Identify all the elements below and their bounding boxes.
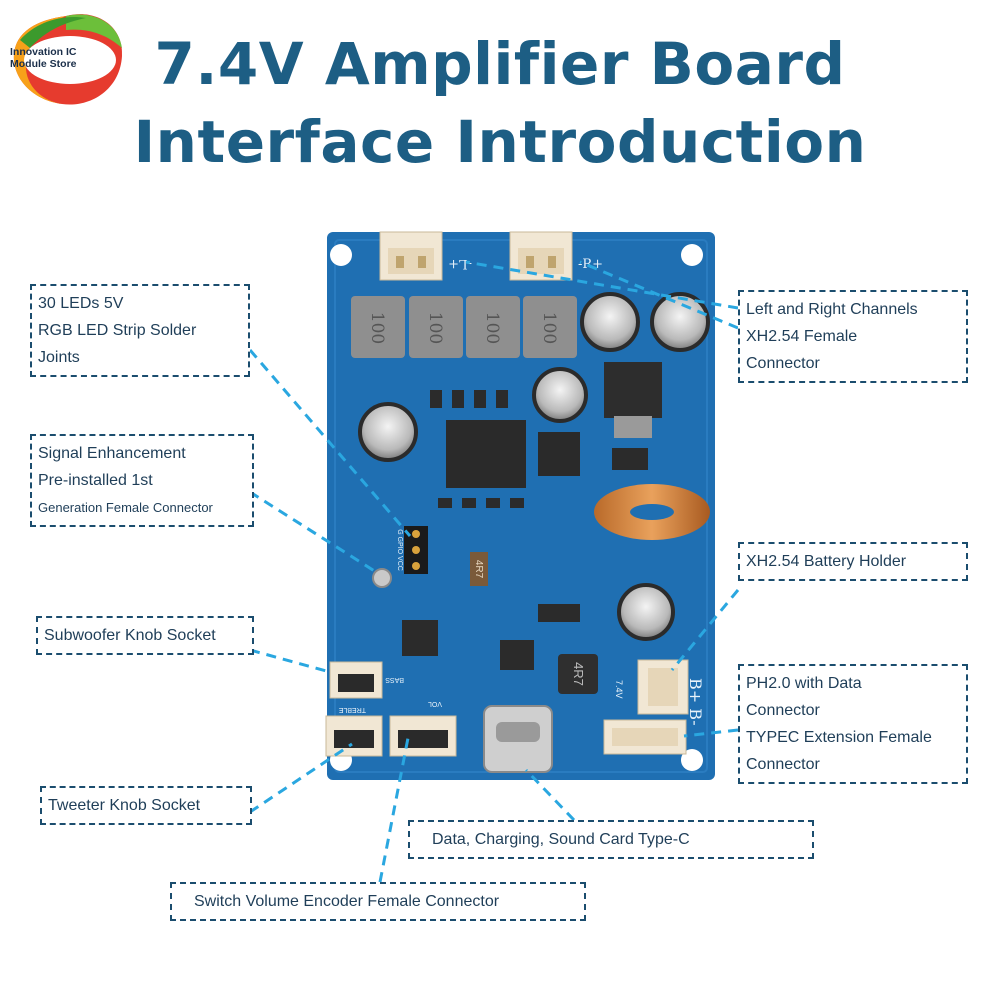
channels-line-1: Left and Right Channels — [746, 301, 918, 318]
label-signal-enhancement: Signal Enhancement Pre-installed 1st Gen… — [30, 434, 254, 527]
ph20-line-4: Connector — [746, 756, 820, 773]
channels-line-3: Connector — [746, 355, 820, 372]
toroid-coil — [594, 484, 710, 540]
ph20-line-3: TYPEC Extension Female — [746, 729, 932, 746]
voltage-regulator — [604, 362, 662, 438]
signal-line-3: Generation Female Connector — [38, 500, 213, 515]
label-channels: Left and Right Channels XH2.54 Female Co… — [738, 290, 968, 383]
small-inductor-label: 4R7 — [571, 662, 586, 686]
left-channel-connector — [379, 231, 443, 281]
leader-lines — [248, 260, 740, 883]
small-components — [402, 390, 648, 670]
resistor-4r7 — [470, 552, 488, 586]
subwoofer-text: Subwoofer Knob Socket — [44, 627, 216, 644]
typec-text: Data, Charging, Sound Card Type-C — [432, 831, 690, 848]
logo-line-2: Module Store — [10, 58, 77, 70]
store-logo — [13, 14, 123, 105]
treble-silk: TREBLE — [338, 706, 366, 713]
led-line-3: Joints — [38, 349, 80, 366]
bass-silk: BASS — [385, 676, 404, 683]
ph20-line-1: PH2.0 with Data — [746, 675, 862, 692]
label-switch-volume: Switch Volume Encoder Female Connector — [170, 882, 586, 921]
inductor-label-2: 100 — [425, 312, 445, 344]
capacitors — [358, 292, 710, 641]
inductor-row — [351, 296, 577, 358]
label-subwoofer-socket: Subwoofer Knob Socket — [36, 616, 254, 655]
gpio-silk: G GPIO VCC — [396, 529, 403, 571]
volume-encoder-socket — [389, 715, 457, 757]
volt-silk: 7.4V — [614, 680, 624, 699]
led-line-1: 30 LEDs 5V — [38, 295, 124, 312]
battery-silk: B+ B- — [686, 678, 705, 726]
typec-port — [483, 705, 553, 773]
ph20-line-2: Connector — [746, 702, 820, 719]
led-line-2: RGB LED Strip Solder — [38, 322, 197, 339]
page-title-line-1: 7.4V Amplifier Board — [154, 30, 846, 98]
inductor-label-3: 100 — [482, 312, 502, 344]
label-tweeter-socket: Tweeter Knob Socket — [40, 786, 252, 825]
resistor-label: 4R7 — [473, 560, 484, 579]
label-led-strip: 30 LEDs 5V RGB LED Strip Solder Joints — [30, 284, 250, 377]
led-solder-pad — [372, 568, 392, 588]
ph20-connector — [603, 719, 687, 755]
small-inductor — [558, 654, 598, 694]
label-battery-holder: XH2.54 Battery Holder — [738, 542, 968, 581]
signal-line-2: Pre-installed 1st — [38, 472, 153, 489]
amplifier-chip — [446, 420, 580, 488]
signal-line-1: Signal Enhancement — [38, 445, 186, 462]
switch-volume-text: Switch Volume Encoder Female Connector — [194, 893, 500, 910]
inductor-label-4: 100 — [539, 312, 559, 344]
battery-text: XH2.54 Battery Holder — [746, 553, 907, 570]
subwoofer-socket — [329, 661, 383, 699]
logo-text: Innovation IC Module Store — [10, 46, 122, 70]
channels-line-2: XH2.54 Female — [746, 328, 858, 345]
label-typec: Data, Charging, Sound Card Type-C — [408, 820, 814, 859]
tweeter-text: Tweeter Knob Socket — [48, 797, 201, 814]
tweeter-socket — [325, 715, 383, 757]
logo-line-1: Innovation IC — [10, 46, 77, 58]
vol-silk: VOL — [428, 700, 442, 707]
page-title-line-2: Interface Introduction — [133, 108, 867, 176]
left-channel-silk: -L+ — [448, 256, 472, 271]
battery-connector — [637, 659, 689, 715]
inductor-label-1: 100 — [367, 312, 387, 344]
label-ph20: PH2.0 with Data Connector TYPEC Extensio… — [738, 664, 968, 784]
right-channel-connector — [509, 231, 573, 281]
right-channel-silk: -R+ — [578, 257, 603, 272]
